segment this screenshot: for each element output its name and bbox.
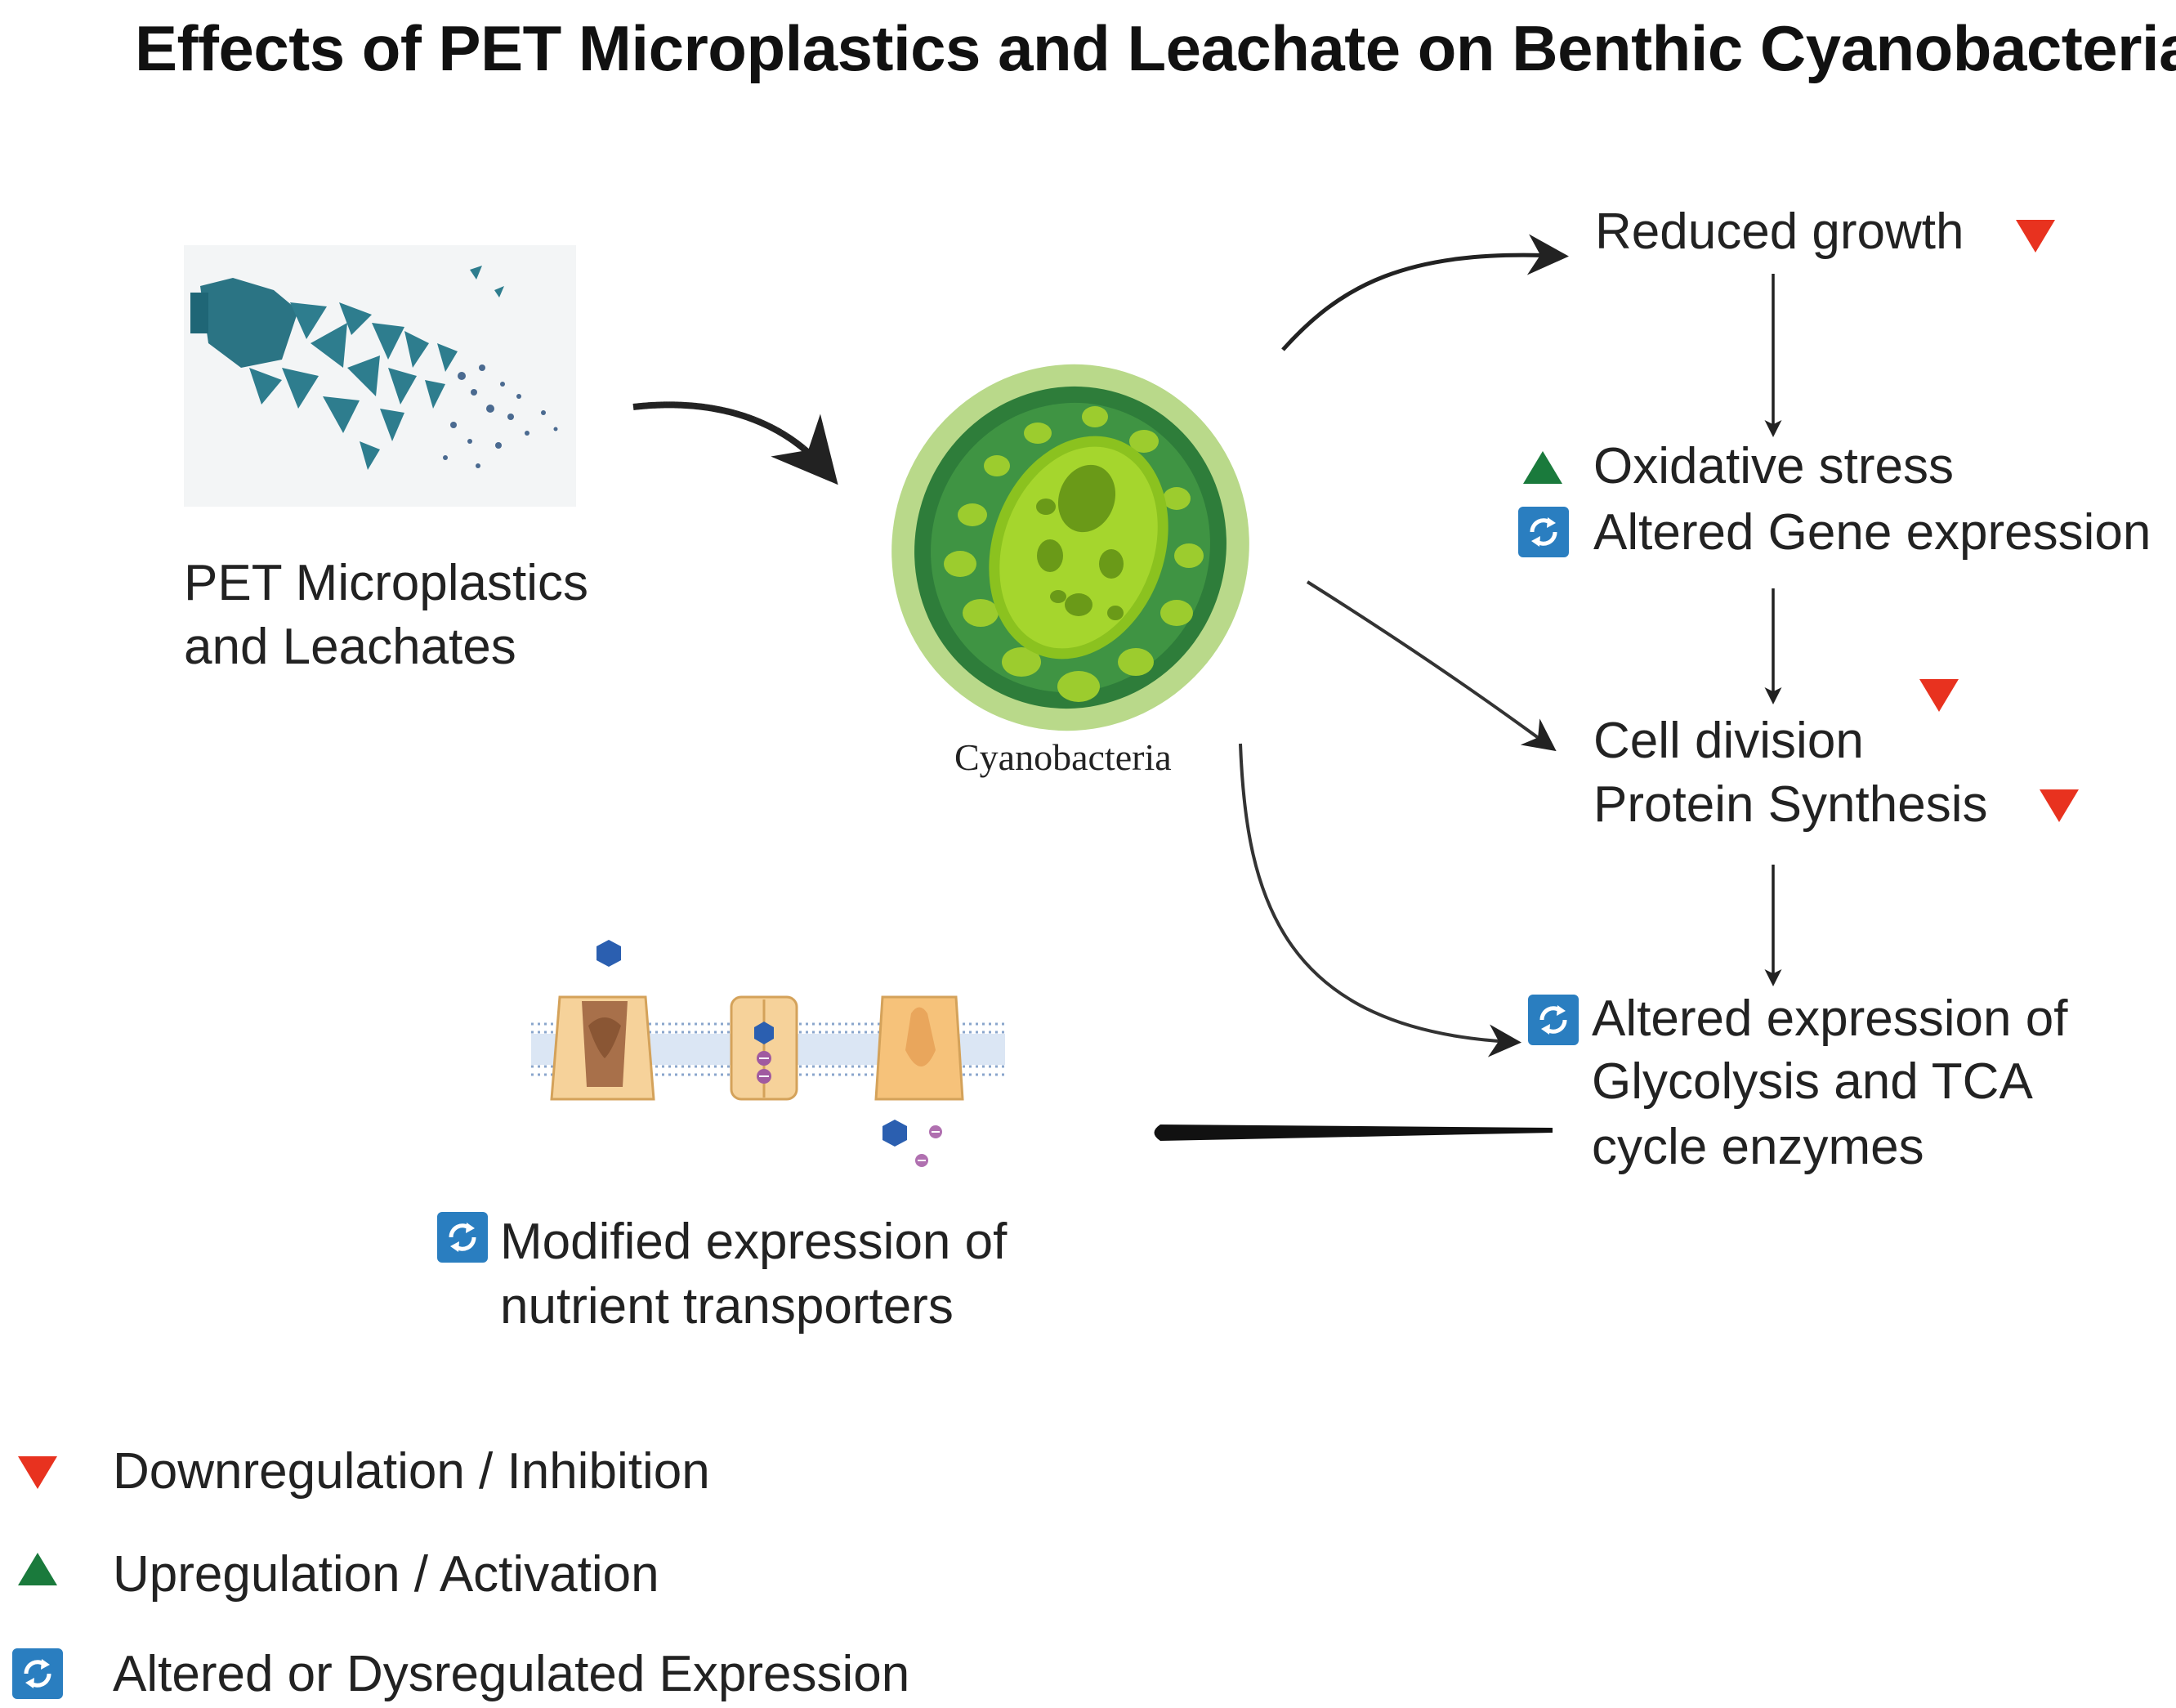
arrow-to-glycolysis (1239, 743, 1521, 1057)
red-down-triangle-icon (1919, 679, 1959, 712)
red-down-triangle-icon (2016, 220, 2055, 253)
blue-cycle-icon (1518, 507, 1569, 557)
legend-altered-label: Altered or Dysregulated Expression (113, 1646, 910, 1702)
arrow-to-cell-division (1306, 580, 1557, 752)
altered-gene-expression-label: Altered Gene expression (1593, 504, 2151, 561)
green-up-triangle-icon (1523, 451, 1562, 484)
pet-bottle-fragments-illustration (184, 245, 576, 507)
reduced-growth-label: Reduced growth (1595, 203, 1964, 260)
arrow-to-reduced-growth (1281, 234, 1569, 351)
diagram-title: Effects of PET Microplastics and Leachat… (135, 12, 2176, 84)
oxidative-stress-label: Oxidative stress (1593, 438, 1955, 494)
cyanobacteria-label: Cyanobacteria (954, 736, 1172, 778)
pet-label-line2: and Leachates (184, 619, 516, 675)
glycolysis-label-line3: cycle enzymes (1592, 1119, 1924, 1175)
membrane-transporters-illustration (531, 940, 1005, 1167)
arrow-glycolysis-to-transporters (1154, 1125, 1553, 1141)
legend-down-label: Downregulation / Inhibition (113, 1443, 710, 1500)
transporters-label-line2: nutrient transporters (500, 1278, 954, 1335)
arrow-pet-to-cyanobacteria (632, 401, 838, 485)
transporters-label-line1: Modified expression of (500, 1214, 1008, 1270)
pet-label-line1: PET Microplastics (184, 555, 588, 611)
blue-cycle-icon (437, 1212, 488, 1263)
glycolysis-label-line2: Glycolysis and TCA (1592, 1053, 2033, 1110)
legend-green-up-triangle-icon (18, 1553, 57, 1585)
red-down-triangle-icon (2040, 789, 2079, 822)
cell-division-label: Cell division (1593, 713, 1864, 769)
protein-synthesis-label: Protein Synthesis (1593, 776, 1988, 833)
legend-red-down-triangle-icon (18, 1456, 57, 1489)
legend-blue-cycle-icon (12, 1648, 63, 1699)
blue-cycle-icon (1528, 995, 1579, 1045)
cyanobacteria-cell-illustration (891, 364, 1249, 731)
legend-up-label: Upregulation / Activation (113, 1546, 659, 1603)
glycolysis-label-line1: Altered expression of (1592, 990, 2068, 1047)
